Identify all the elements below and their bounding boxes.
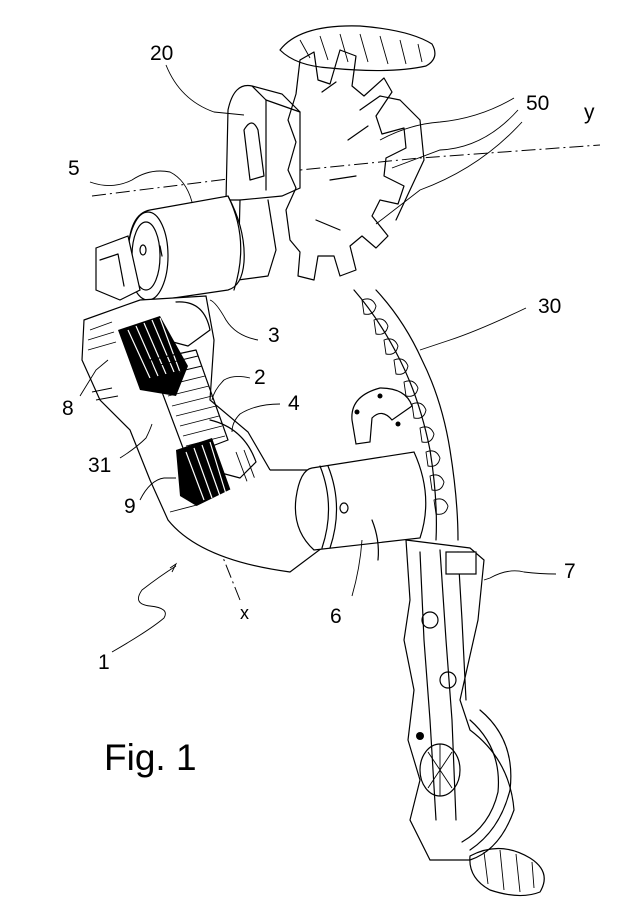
upper-knuckle xyxy=(95,235,141,301)
leader-50a xyxy=(379,97,515,141)
label-20: 20 xyxy=(150,42,174,65)
upper-pivot-cylinder-5 xyxy=(127,195,245,301)
leader-9 xyxy=(139,477,176,501)
spring-upper xyxy=(118,316,188,396)
parallelogram-body-2 xyxy=(81,295,271,531)
label-31: 31 xyxy=(88,454,112,477)
hanger-hook xyxy=(351,387,413,445)
figure-caption: Fig. 1 xyxy=(104,737,197,778)
label-9: 9 xyxy=(124,495,136,518)
label-8: 8 xyxy=(62,397,74,420)
axis-y-line xyxy=(91,144,601,197)
arrow-1 xyxy=(169,562,178,573)
leader-2 xyxy=(211,375,251,401)
leader-4 xyxy=(231,403,281,433)
chain-top xyxy=(279,25,436,72)
leader-30 xyxy=(419,307,527,351)
sprocket-50 xyxy=(285,49,425,281)
leader-1 xyxy=(111,565,177,653)
leader-50b xyxy=(391,109,519,169)
leader-8 xyxy=(79,359,109,397)
label-5: 5 xyxy=(68,157,80,180)
mount-bracket-20 xyxy=(225,84,301,281)
label-3: 3 xyxy=(268,324,280,347)
label-4: 4 xyxy=(288,392,300,415)
label-2: 2 xyxy=(254,366,266,389)
leader-20 xyxy=(165,64,245,116)
label-y-axis: y xyxy=(584,101,595,124)
leader-lines xyxy=(79,64,557,653)
coil-spring-31 xyxy=(149,349,229,457)
leader-50c xyxy=(375,121,523,225)
label-6: 6 xyxy=(330,605,342,628)
lower-pivot-cylinder-6 xyxy=(167,451,427,573)
label-30: 30 xyxy=(538,295,562,318)
label-1: 1 xyxy=(98,651,110,674)
leader-31 xyxy=(119,423,153,459)
label-x-axis: x xyxy=(240,603,249,623)
spring-lower xyxy=(176,438,232,508)
leader-3 xyxy=(209,299,259,341)
leader-7 xyxy=(483,570,557,581)
leader-6 xyxy=(351,539,363,597)
derailleur-cage-7 xyxy=(403,539,545,897)
label-7: 7 xyxy=(564,560,576,583)
chain-30 xyxy=(353,289,459,541)
leader-5 xyxy=(89,170,193,203)
label-50: 50 xyxy=(526,92,550,115)
